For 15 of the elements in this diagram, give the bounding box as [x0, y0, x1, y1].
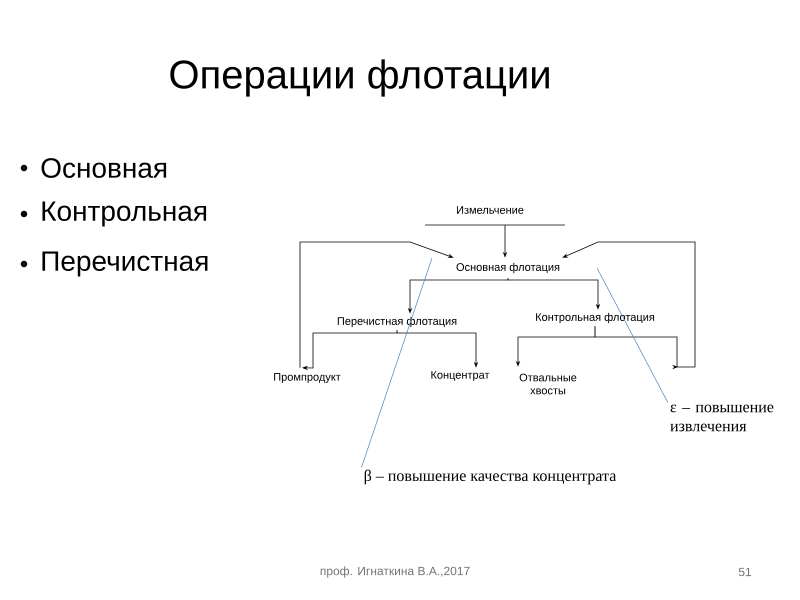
annotation: β – повышение качества концентрата	[364, 470, 616, 484]
annotation: ε – повышение извлечения	[670, 404, 774, 432]
product-label: Отвальные хвосты	[520, 374, 576, 394]
bullet-item: Основная	[20, 158, 166, 178]
leader-line	[596, 268, 668, 403]
title: Операции флотации	[170, 59, 549, 97]
product-label: Промпродукт	[274, 373, 341, 383]
stage-label: Основная флотация	[456, 262, 560, 274]
bullet-item: Контрольная	[20, 201, 206, 227]
product-label: Концентрат	[431, 371, 490, 381]
leader-line	[361, 258, 432, 468]
page-number: 51	[738, 568, 752, 576]
stage-label: Измельчение	[456, 206, 524, 214]
footer-text: проф. Игнаткина В.А.,2017	[320, 566, 470, 578]
bullet-item: Перечистная	[20, 251, 208, 277]
